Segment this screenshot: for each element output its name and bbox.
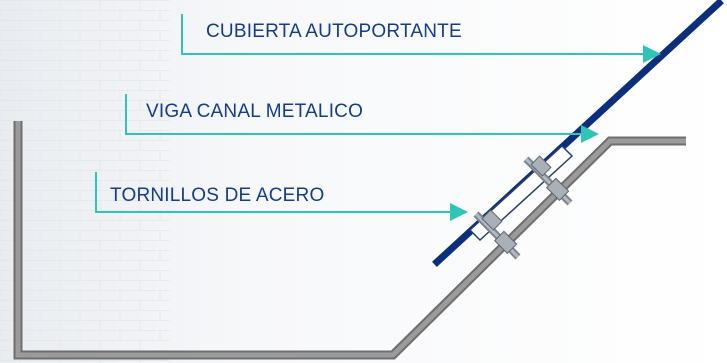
leader-tornillos: [95, 172, 468, 221]
label-cubierta-autoportante: CUBIERTA AUTOPORTANTE: [206, 21, 462, 42]
bolt-lower: [473, 209, 521, 260]
leader-viga: [125, 94, 599, 143]
label-viga-canal-metalico: VIGA CANAL METALICO: [146, 101, 364, 122]
label-tornillos-de-acero: TORNILLOS DE ACERO: [110, 185, 325, 206]
leader-cubierta: [181, 14, 661, 63]
channel-beam: [13, 121, 686, 360]
background-brick-texture: [0, 0, 170, 363]
bolt-upper: [523, 155, 573, 206]
